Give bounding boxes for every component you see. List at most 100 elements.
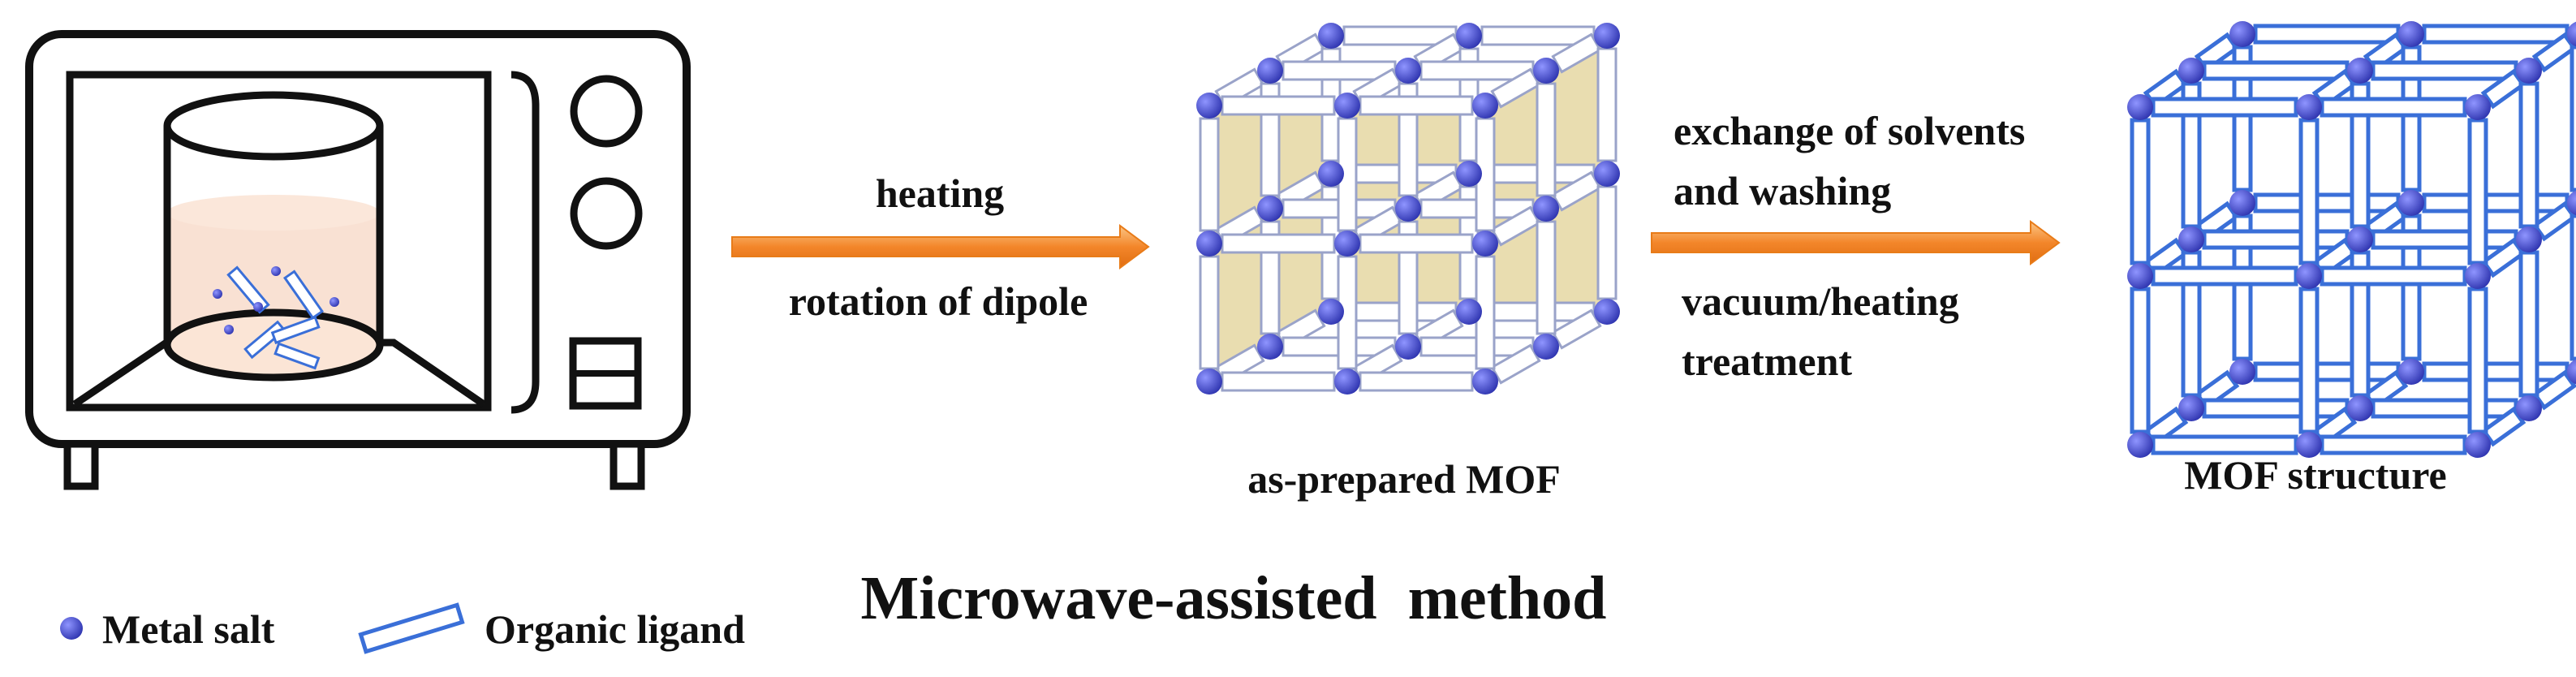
metal-node xyxy=(2398,359,2424,385)
legend-metal-salt-label: Metal salt xyxy=(102,606,275,652)
organic-ligand xyxy=(2570,213,2576,361)
metal-node xyxy=(1318,299,1344,325)
organic-ligand xyxy=(2202,398,2350,419)
metal-node xyxy=(1318,23,1344,49)
organic-ligand xyxy=(2371,398,2518,419)
legend-organic-ligand-icon xyxy=(358,602,465,654)
organic-ligand xyxy=(1490,67,1541,109)
mof-structure-icon xyxy=(2127,21,2576,458)
organic-ligand xyxy=(1221,95,1336,116)
diagram-title: Microwave-assisted method xyxy=(861,564,1607,632)
metal-node xyxy=(2347,226,2373,252)
organic-ligand xyxy=(2298,287,2320,434)
organic-ligand xyxy=(2531,32,2576,73)
organic-ligand xyxy=(2467,287,2488,434)
organic-ligand xyxy=(2480,237,2526,278)
metal-node xyxy=(1257,58,1283,84)
organic-ligand xyxy=(2130,287,2151,434)
organic-ligand xyxy=(2422,192,2570,213)
metal-node xyxy=(1456,23,1482,49)
organic-ligand xyxy=(1199,255,1220,370)
metal-node xyxy=(2178,395,2204,421)
metal-node xyxy=(1334,369,1360,395)
legend-metal-salt-icon xyxy=(60,617,83,640)
organic-ligand xyxy=(2320,265,2467,287)
organic-ligand xyxy=(2371,60,2518,81)
metal-node xyxy=(1196,93,1222,119)
organic-ligand xyxy=(2570,45,2576,192)
organic-ligand xyxy=(2518,250,2539,398)
label-vacuum-heating: vacuum/heating xyxy=(1682,278,1959,324)
organic-ligand xyxy=(2320,434,2467,455)
arrow-exchange xyxy=(1651,220,2061,265)
organic-ligand xyxy=(1221,371,1336,392)
metal-node xyxy=(2229,21,2255,47)
metal-node xyxy=(2127,263,2153,289)
metal-node xyxy=(1456,299,1482,325)
metal-node xyxy=(1196,231,1222,257)
metal-node xyxy=(1257,334,1283,360)
organic-ligand xyxy=(1359,233,1474,254)
metal-node xyxy=(1472,231,1498,257)
organic-ligand xyxy=(2151,434,2298,455)
arrow-right-icon xyxy=(731,224,1150,270)
organic-ligand xyxy=(1359,371,1474,392)
organic-ligand xyxy=(2253,192,2401,213)
organic-ligand xyxy=(1359,95,1474,116)
organic-ligand xyxy=(1596,47,1618,162)
metal-node xyxy=(2127,432,2153,458)
organic-ligand xyxy=(2467,118,2488,265)
organic-ligand xyxy=(2480,406,2526,447)
label-and-washing: and washing xyxy=(1674,168,1891,213)
metal-node xyxy=(1334,231,1360,257)
label-rotation-of-dipole: rotation of dipole xyxy=(789,278,1088,324)
organic-ligand xyxy=(2151,265,2298,287)
organic-ligand xyxy=(1536,220,1557,335)
metal-node xyxy=(1594,299,1620,325)
metal-node xyxy=(1318,161,1344,187)
organic-ligand xyxy=(1551,32,1602,74)
beaker-rim xyxy=(163,91,384,161)
organic-ligand xyxy=(2253,24,2401,45)
label-exchange-of-solvents: exchange of solvents xyxy=(1674,108,2025,153)
metal-node xyxy=(1196,369,1222,395)
metal-node xyxy=(2178,58,2204,84)
metal-node xyxy=(2516,226,2542,252)
organic-ligand xyxy=(1221,233,1336,254)
metal-node xyxy=(2229,190,2255,216)
metal-node xyxy=(2567,21,2576,47)
metal-node xyxy=(2465,432,2491,458)
metal-node xyxy=(2229,359,2255,385)
organic-ligand xyxy=(2531,201,2576,242)
metal-node xyxy=(1533,334,1559,360)
legend-organic-ligand-label: Organic ligand xyxy=(485,606,745,652)
caption-mof-structure: MOF structure xyxy=(2184,452,2447,498)
organic-ligand xyxy=(2371,229,2518,250)
label-heating: heating xyxy=(876,170,1004,216)
metal-node xyxy=(1594,161,1620,187)
organic-ligand xyxy=(2151,97,2298,118)
metal-node xyxy=(1334,93,1360,119)
organic-ligand xyxy=(2422,361,2570,382)
organic-ligand xyxy=(2422,24,2570,45)
organic-ligand xyxy=(1536,82,1557,197)
arrow-heating xyxy=(731,224,1150,270)
organic-ligand xyxy=(2253,361,2401,382)
beaker-solution-surface xyxy=(167,195,380,231)
metal-node xyxy=(1533,58,1559,84)
beaker-reagents xyxy=(213,265,339,370)
organic-ligand xyxy=(2480,68,2526,110)
metal-node xyxy=(1395,196,1421,222)
organic-ligand xyxy=(1596,185,1618,300)
organic-ligand xyxy=(1490,205,1541,247)
metal-node xyxy=(2296,263,2322,289)
organic-ligand xyxy=(2130,118,2151,265)
organic-ligand xyxy=(2518,81,2539,229)
oven-handle xyxy=(510,71,540,414)
metal-node xyxy=(2465,94,2491,120)
metal-node xyxy=(1395,58,1421,84)
oven-knob-bottom xyxy=(570,177,643,250)
organic-ligand xyxy=(2202,229,2350,250)
metal-node xyxy=(2567,190,2576,216)
